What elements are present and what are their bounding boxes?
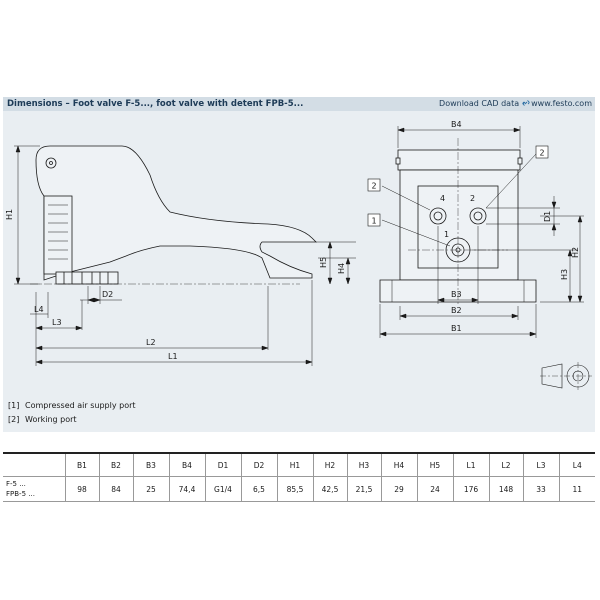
table-header: L3	[522, 453, 559, 477]
table-header: L1	[452, 453, 489, 477]
dimensions-table: B1 B2 B3 B4 D1 D2 H1 H2 H3 H4 H5 L1 L2 L…	[3, 452, 595, 502]
table-cell: 33	[522, 476, 559, 502]
table-header: H3	[346, 453, 381, 477]
dim-label-b3: B3	[451, 290, 462, 299]
dim-label-d1: D1	[543, 211, 552, 222]
table-header: D1	[204, 453, 241, 477]
pivot-hole	[45, 157, 57, 169]
table-header: B1	[64, 453, 99, 477]
table-header: H5	[416, 453, 453, 477]
table-cell: 11	[558, 476, 595, 502]
callout-box-1	[367, 213, 381, 227]
table-cell: 98	[64, 476, 99, 502]
table-header: L4	[558, 453, 595, 477]
table-header: B4	[168, 453, 205, 477]
front-view	[379, 138, 537, 306]
table-cell: 24	[416, 476, 453, 502]
dim-label-h2: H2	[571, 247, 580, 258]
table-header	[3, 453, 65, 477]
header-bar	[3, 97, 595, 111]
port-label-2: 2	[470, 194, 475, 203]
callout-box-2-left	[367, 178, 381, 192]
callout-2-left: 2	[372, 182, 377, 191]
table-cell: 21,5	[346, 476, 381, 502]
pivot-pin	[49, 161, 53, 165]
dim-label-b1: B1	[451, 324, 462, 333]
table-cell: 85,5	[276, 476, 313, 502]
legend-text: Compressed air supply port	[25, 401, 136, 410]
valve-base	[43, 195, 73, 275]
legend-number: [2]	[8, 415, 20, 424]
download-cad-link[interactable]: Download CAD data www.festo.com	[439, 99, 592, 108]
legend-text: Working port	[25, 415, 77, 424]
dim-label-b4: B4	[451, 120, 462, 129]
table-cell: 29	[380, 476, 417, 502]
table-header-row: B1 B2 B3 B4 D1 D2 H1 H2 H3 H4 H5 L1 L2 L…	[3, 453, 595, 477]
table-header: D2	[240, 453, 277, 477]
front-dimensions	[379, 126, 584, 338]
table-cell: 74,4	[168, 476, 205, 502]
table-header: B2	[98, 453, 133, 477]
dim-label-d2: D2	[102, 290, 113, 299]
port-2	[469, 207, 487, 225]
table-header: H4	[380, 453, 417, 477]
table-cell: 25	[132, 476, 169, 502]
callout-2-top: 2	[540, 149, 545, 158]
callout-box-2-top	[535, 145, 549, 159]
port-4	[429, 207, 447, 225]
table-header: H1	[276, 453, 313, 477]
side-view	[30, 145, 317, 285]
legend-item-2: [2] Working port	[8, 415, 77, 424]
port-label-4: 4	[440, 194, 445, 203]
dim-label-l1: L1	[168, 352, 178, 361]
dim-label-l3: L3	[52, 318, 62, 327]
download-cad-url[interactable]: www.festo.com	[531, 99, 592, 108]
legend-item-1: [1] Compressed air supply port	[8, 401, 136, 410]
table-header: L2	[488, 453, 523, 477]
table-cell: 148	[488, 476, 523, 502]
dim-label-h4: H4	[337, 263, 346, 274]
download-cad-label[interactable]: Download CAD data	[439, 99, 520, 108]
table-header: H2	[312, 453, 347, 477]
table-cell: 176	[452, 476, 489, 502]
front-top-block	[397, 149, 521, 171]
side-dimensions	[14, 145, 356, 366]
dim-label-h3: H3	[560, 269, 569, 280]
port-label-1: 1	[444, 230, 449, 239]
dim-label-b2: B2	[451, 306, 462, 315]
legend-number: [1]	[8, 401, 20, 410]
base-plate	[55, 271, 119, 285]
front-base-flange	[379, 279, 537, 303]
table-cell: 84	[98, 476, 133, 502]
table-cell: G1/4	[204, 476, 241, 502]
drawing-title: Dimensions – Foot valve F-5..., foot val…	[7, 99, 304, 109]
chain-link-icon	[522, 100, 530, 106]
table-row: F-5 ...FPB-5 ... 98 84 25 74,4 G1/4 6,5 …	[3, 476, 595, 502]
table-cell: 6,5	[240, 476, 277, 502]
pedal-outline	[35, 145, 317, 281]
dim-label-l4: L4	[34, 305, 44, 314]
table-cell: 42,5	[312, 476, 347, 502]
projection-symbol	[540, 362, 592, 390]
callout-1: 1	[372, 217, 377, 226]
variant-f5: F-5 ...	[6, 480, 26, 488]
table-header: B3	[132, 453, 169, 477]
variant-fpb5: FPB-5 ...	[6, 490, 35, 498]
variant-cell: F-5 ... FPB-5 ...	[3, 477, 65, 502]
dim-label-h1: H1	[5, 209, 14, 220]
dim-label-l2: L2	[146, 338, 156, 347]
dim-label-h5: H5	[319, 257, 328, 268]
